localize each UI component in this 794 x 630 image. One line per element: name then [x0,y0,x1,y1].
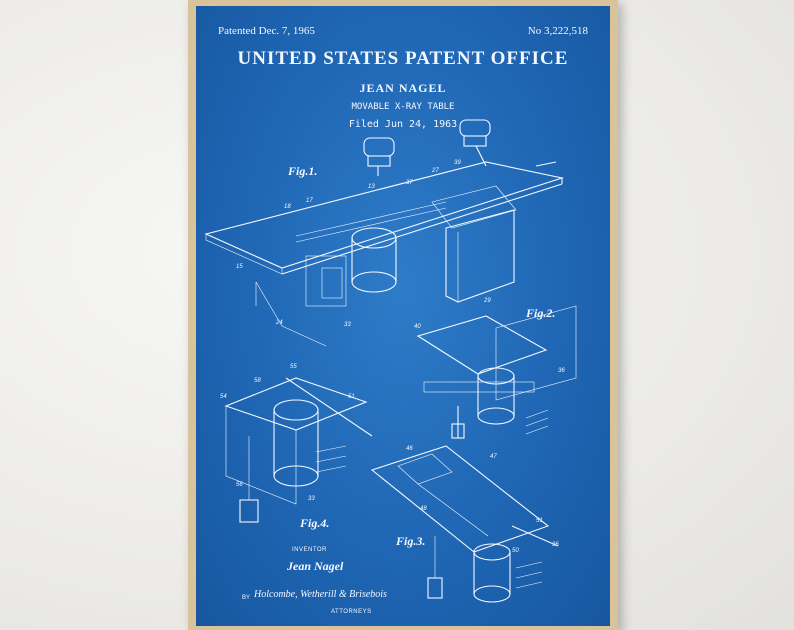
svg-text:29: 29 [483,298,491,304]
inventor-name: JEAN NAGEL [359,81,447,95]
fig4-drawing: 54 58 51 56 33 55 [220,364,373,523]
svg-text:24: 24 [275,320,283,326]
svg-text:13: 13 [368,184,375,190]
svg-text:27: 27 [431,168,439,174]
svg-text:15: 15 [236,264,243,270]
svg-text:50: 50 [512,548,519,554]
svg-text:36: 36 [558,368,565,374]
figure-2-label: Fig.2. [526,306,556,320]
svg-text:46: 46 [406,446,413,452]
svg-text:39: 39 [454,160,461,166]
svg-text:51: 51 [348,394,355,400]
svg-text:17: 17 [306,198,313,204]
patent-date: Patented Dec. 7, 1965 [218,25,315,37]
invention-title: MOVABLE X-RAY TABLE [351,102,455,112]
svg-text:47: 47 [490,454,497,460]
svg-text:55: 55 [290,364,297,370]
xray-tube-right [459,119,491,167]
by-label: BY [242,595,251,601]
inventor-label: INVENTOR [292,547,327,553]
patent-number: No 3,222,518 [527,25,588,37]
xray-tube-left [363,137,395,176]
svg-text:33: 33 [308,496,315,502]
filed-date: Filed Jun 24, 1963 [348,119,458,130]
patent-poster: Patented Dec. 7, 1965 No 3,222,518 UNITE… [196,6,610,626]
svg-text:58: 58 [254,378,261,384]
attorneys-label: ATTORNEYS [331,609,372,615]
fig2-drawing: 40 36 47 [414,305,577,460]
svg-text:33: 33 [344,322,351,328]
svg-text:56: 56 [236,482,243,488]
fig1-table-drawing: 18 17 13 37 27 39 29 33 24 15 [204,160,565,347]
patent-drawing: 18 17 13 37 27 39 29 33 24 15 40 36 47 [204,119,577,603]
attorney-signature: Holcombe, Wetherill & Brisebois [254,589,387,600]
svg-text:36: 36 [552,542,559,548]
svg-text:40: 40 [414,324,421,330]
figure-4-label: Fig.4. [300,516,330,530]
svg-text:48: 48 [420,506,427,512]
svg-text:37: 37 [406,180,413,186]
figure-3-label: Fig.3. [396,534,426,548]
patent-office-heading: UNITED STATES PATENT OFFICE [237,48,569,69]
fig3-drawing: 46 48 51 36 50 [370,445,559,603]
inventor-signature: Jean Nagel [287,559,344,573]
svg-text:18: 18 [284,204,291,210]
svg-text:51: 51 [536,518,543,524]
svg-text:54: 54 [220,394,227,400]
figure-1-label: Fig.1. [288,164,318,178]
